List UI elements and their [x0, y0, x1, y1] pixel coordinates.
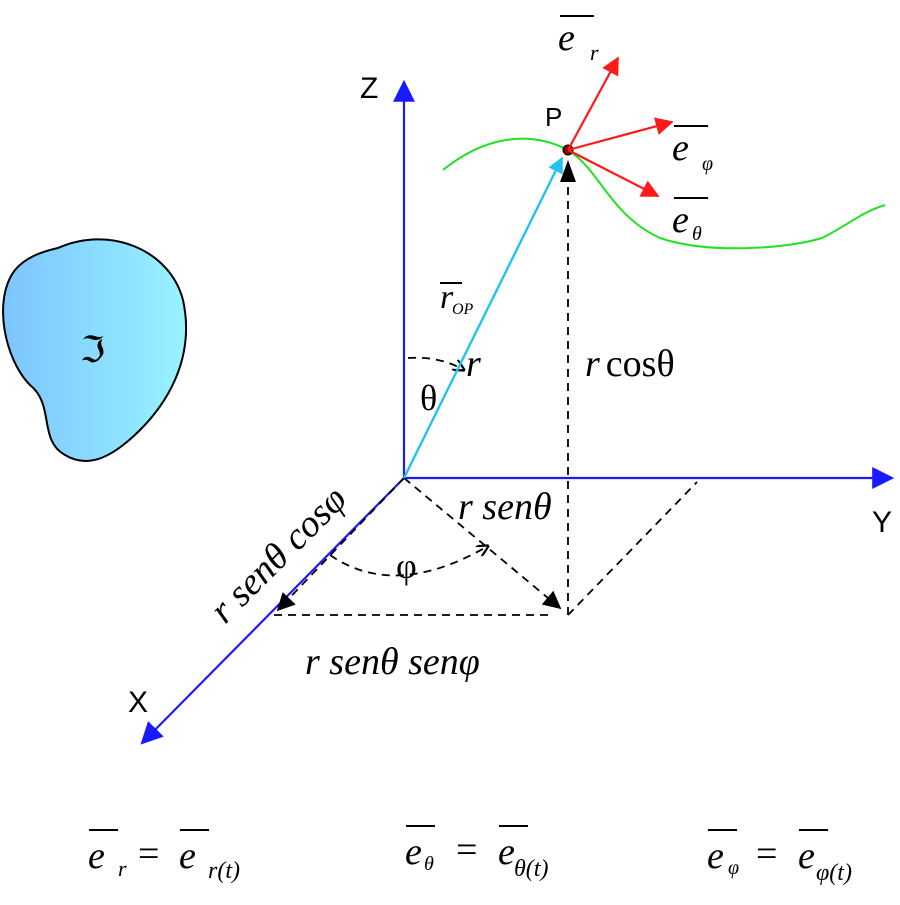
label-r: r [466, 343, 481, 385]
label-e-theta-main: e [672, 199, 689, 241]
label-y-projection: r senθ senφ [305, 641, 480, 683]
equation-e-r: e r = e r(t) [88, 829, 240, 884]
eq3-lhs-main: e [707, 835, 724, 877]
eq2-rhs-main: e [498, 831, 515, 873]
point-p-label: P [545, 102, 562, 132]
label-e-r: e r [558, 15, 599, 65]
eq2-lhs-sub: θ [424, 853, 434, 875]
x-axis-label: X [128, 686, 148, 719]
label-e-phi: e φ [672, 125, 713, 175]
label-e-theta-sub: θ [692, 223, 702, 245]
label-r-op: r OP [440, 279, 474, 318]
projection-line-xy [403, 477, 562, 610]
z-axis-label: Z [360, 72, 378, 105]
vertical-arrowhead [560, 160, 576, 182]
eq3-rhs-main: e [798, 835, 815, 877]
eq3-rhs-sub: φ(t) [816, 860, 852, 886]
label-r-sen-theta: r senθ [458, 486, 552, 528]
projection-line-x-component [276, 477, 405, 612]
label-e-phi-main: e [672, 127, 689, 169]
projection-line-to-y [567, 481, 698, 616]
eq1-lhs-main: e [88, 835, 105, 877]
label-r-cos-theta-r: r [585, 343, 600, 385]
unit-vector-e-phi [567, 117, 674, 152]
eq1-rhs-main: e [179, 835, 196, 877]
equation-e-theta: e θ = e θ(t) [405, 825, 548, 882]
eq2-lhs-main: e [405, 831, 422, 873]
eq2-equals: = [456, 829, 477, 871]
theta-arc [407, 356, 464, 370]
label-e-r-main: e [558, 17, 575, 59]
reference-frame-blob [2, 238, 188, 462]
label-e-theta: e θ [672, 197, 708, 245]
trajectory-curve [442, 137, 886, 250]
equation-e-phi: e φ = e φ(t) [707, 829, 852, 886]
dashed-construction [270, 168, 698, 616]
eq1-equals: = [138, 833, 159, 875]
phi-arc [329, 546, 488, 577]
unit-vector-e-theta [567, 149, 660, 197]
label-e-r-sub: r [590, 40, 599, 65]
label-r-op-sub: OP [452, 301, 474, 318]
eq1-rhs-sub: r(t) [208, 858, 240, 884]
position-vector-op [402, 156, 564, 479]
frame-symbol: ℑ [80, 330, 105, 370]
eq3-equals: = [756, 833, 777, 875]
label-e-phi-sub: φ [702, 153, 713, 175]
y-axis-label: Y [872, 506, 892, 539]
eq2-rhs-sub: θ(t) [514, 856, 548, 882]
label-r-op-main: r [440, 279, 454, 316]
unit-vector-e-r [567, 56, 619, 151]
x-axis [140, 477, 405, 745]
label-phi: φ [396, 546, 417, 586]
label-theta: θ [420, 378, 437, 418]
eq1-lhs-sub: r [118, 856, 127, 881]
eq3-lhs-sub: φ [728, 857, 739, 879]
label-r-cos-theta-rest: cosθ [606, 343, 675, 385]
